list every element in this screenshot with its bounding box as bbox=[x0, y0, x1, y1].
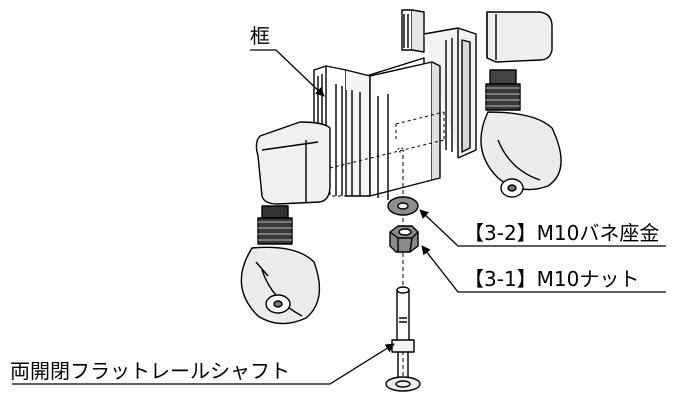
nut-leader bbox=[421, 245, 666, 293]
hardware bbox=[385, 155, 421, 392]
frame-leader bbox=[250, 49, 325, 97]
right-caster bbox=[480, 11, 562, 198]
frame-label: 框 bbox=[250, 24, 270, 48]
washer-leader bbox=[419, 209, 666, 247]
shaft-leader bbox=[12, 343, 395, 385]
left-caster bbox=[240, 121, 331, 325]
frame bbox=[313, 9, 477, 200]
leader-lines bbox=[12, 49, 666, 385]
washer-label: 【3-2】M10バネ座金 bbox=[464, 221, 660, 245]
shaft-label: 両開閉フラットレールシャフト bbox=[10, 359, 290, 383]
nut-label: 【3-1】M10ナット bbox=[464, 267, 640, 291]
